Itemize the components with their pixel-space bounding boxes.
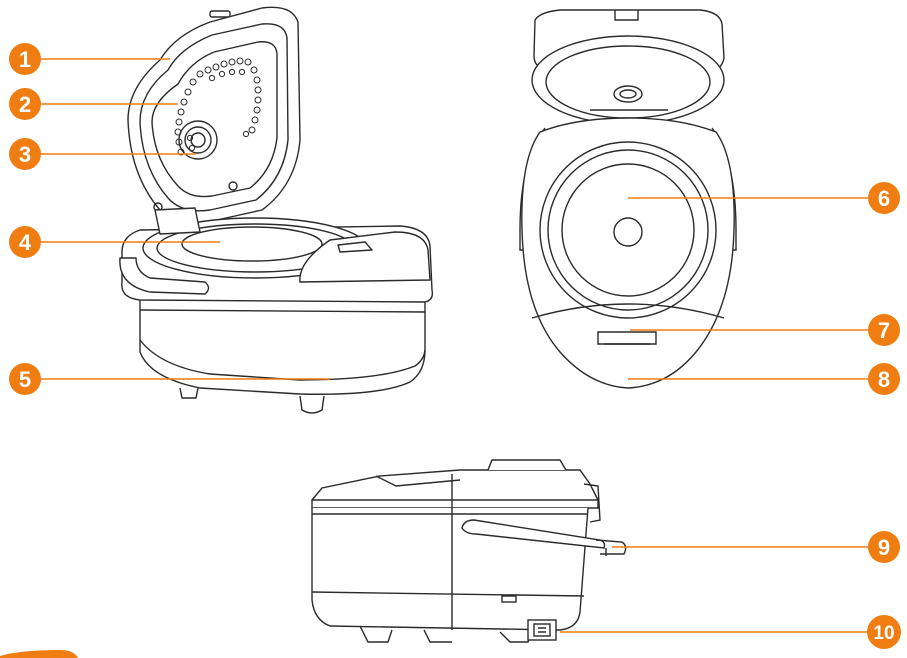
svg-text:3: 3 xyxy=(19,142,31,167)
svg-text:7: 7 xyxy=(878,318,890,343)
callout-5: 5 xyxy=(9,363,41,395)
callout-9: 9 xyxy=(868,531,900,563)
callout-2: 2 xyxy=(9,88,41,120)
svg-text:5: 5 xyxy=(19,367,31,392)
callout-10: 10 xyxy=(867,615,901,649)
inner-lid-valve-shape xyxy=(178,120,218,160)
callout-badges: 1 2 3 4 5 6 7 8 xyxy=(9,43,901,649)
callout-3: 3 xyxy=(9,138,41,170)
top-open-view xyxy=(519,9,737,389)
front-body xyxy=(119,207,434,414)
open-lid xyxy=(127,6,301,224)
callout-8: 8 xyxy=(868,363,900,395)
callout-4: 4 xyxy=(9,226,41,258)
svg-text:2: 2 xyxy=(19,92,31,117)
svg-text:4: 4 xyxy=(19,230,32,255)
svg-text:9: 9 xyxy=(878,535,890,560)
callout-6: 6 xyxy=(868,182,900,214)
svg-text:10: 10 xyxy=(873,623,894,644)
corner-tab xyxy=(0,650,78,658)
svg-text:6: 6 xyxy=(878,186,890,211)
svg-text:8: 8 xyxy=(878,367,890,392)
svg-text:1: 1 xyxy=(19,47,31,72)
callout-leaders xyxy=(40,58,868,633)
front-open-view xyxy=(119,6,434,414)
callout-7: 7 xyxy=(868,314,900,346)
side-view xyxy=(311,459,627,643)
steam-holes-pattern xyxy=(174,57,262,156)
callout-1: 1 xyxy=(9,43,41,75)
